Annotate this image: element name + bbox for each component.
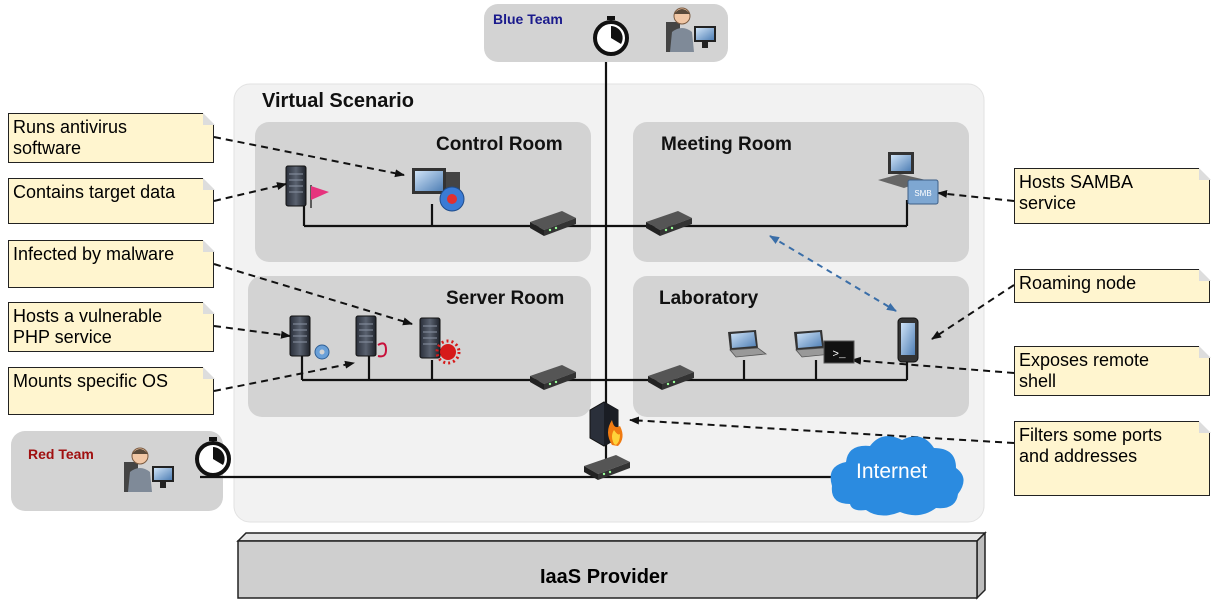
note-target-data: Contains target data xyxy=(8,177,215,224)
annotation-arrows xyxy=(213,136,1015,444)
note-roaming: Roaming node xyxy=(1014,268,1211,303)
control-room-title: Control Room xyxy=(436,134,563,155)
iaas-top xyxy=(236,532,987,542)
note-samba: Hosts SAMBA service xyxy=(1014,167,1211,224)
red-team-box xyxy=(11,431,223,511)
smartphone-icon xyxy=(897,317,919,363)
arrow-antivirus xyxy=(213,136,405,178)
terminal-icon: >_ xyxy=(823,340,855,364)
internet-cloud xyxy=(830,436,964,516)
gears-icon xyxy=(314,344,330,360)
arrow-php xyxy=(213,325,291,339)
note-firewall: Filters some ports and addresses xyxy=(1014,420,1211,496)
smb-label: SMB xyxy=(914,189,931,198)
arrow-target xyxy=(213,182,287,202)
flag-icon xyxy=(310,185,329,208)
scenario-title: Virtual Scenario xyxy=(262,90,414,112)
laboratory-title: Laboratory xyxy=(659,288,759,309)
note-antivirus: Runs antivirus software xyxy=(8,112,215,163)
meeting-room-title: Meeting Room xyxy=(661,134,792,155)
server-malware-icon xyxy=(419,317,441,359)
arrow-samba xyxy=(937,189,1015,202)
iaas-provider-block xyxy=(237,540,978,599)
arrow-shell xyxy=(851,356,1015,374)
red-team-label: Red Team xyxy=(28,446,94,462)
note-shell: Exposes remote shell xyxy=(1014,345,1211,396)
server-php-icon xyxy=(289,315,311,357)
note-os: Mounts specific OS xyxy=(8,366,215,415)
iaas-provider-label: IaaS Provider xyxy=(540,566,668,588)
server-custom-os-icon xyxy=(355,315,377,357)
server-room-title: Server Room xyxy=(446,288,565,309)
iaas-side xyxy=(976,531,986,600)
note-malware: Infected by malware xyxy=(8,239,215,288)
firewall-icon xyxy=(589,401,623,447)
internet-label: Internet xyxy=(856,460,928,483)
virus-icon xyxy=(435,339,461,365)
workstation-antivirus-icon xyxy=(412,168,465,212)
samba-workstation-icon: SMB xyxy=(878,152,939,205)
blue-team-label: Blue Team xyxy=(493,11,563,27)
arrow-roaming xyxy=(931,284,1015,340)
note-php: Hosts a vulnerable PHP service xyxy=(8,301,215,352)
arrow-malware xyxy=(213,263,413,326)
server-target-data-icon xyxy=(285,165,307,207)
arrow-firewall xyxy=(629,416,1015,444)
roaming-arrow xyxy=(769,235,897,312)
debian-swirl-icon xyxy=(377,342,388,358)
prompt-label: >_ xyxy=(832,349,846,361)
